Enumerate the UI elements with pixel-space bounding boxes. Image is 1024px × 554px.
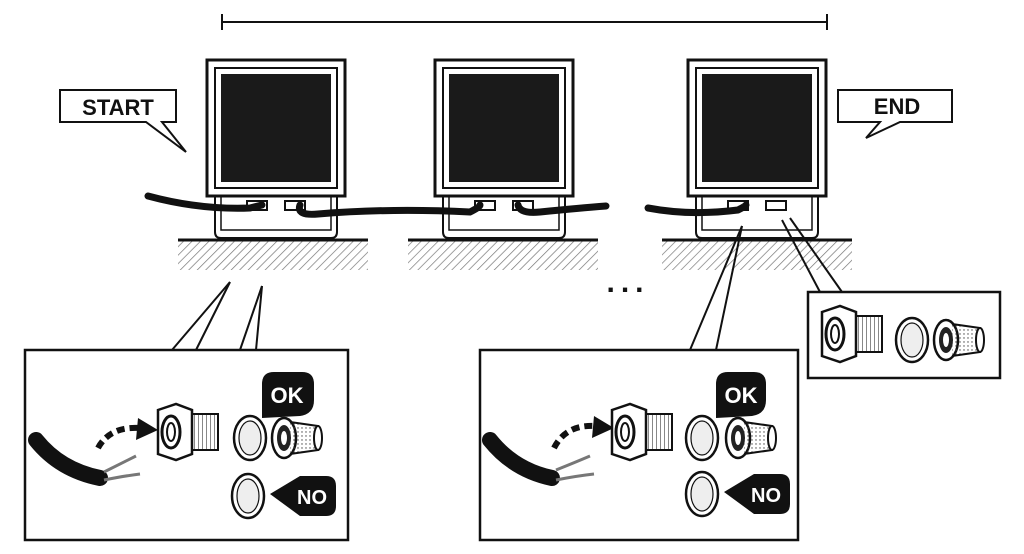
ok-label: OK <box>271 383 304 408</box>
ok-label: OK <box>725 383 758 408</box>
detail-box-end: OK NO <box>478 348 800 542</box>
detail-pointers <box>171 217 843 351</box>
gland-seal-icon <box>684 414 720 462</box>
blanking-disc-icon <box>230 472 266 520</box>
chain-cables <box>144 192 750 218</box>
blanking-disc-icon <box>684 470 720 518</box>
gland-seal-icon <box>232 414 268 462</box>
ok-marker-icon: OK <box>262 372 314 418</box>
cable-icon <box>28 432 141 486</box>
no-marker-icon: NO <box>724 474 790 514</box>
end-label: END <box>874 94 920 119</box>
continuation-ellipsis: ... <box>606 266 649 299</box>
blanking-disc-icon <box>894 316 930 364</box>
no-marker-icon: NO <box>270 476 336 516</box>
insert-arrow-icon <box>95 418 158 450</box>
start-label: START <box>82 95 154 120</box>
mounting-surfaces <box>178 238 852 270</box>
span-line <box>221 14 828 30</box>
insert-arrow-icon <box>551 416 614 450</box>
detail-box-unused-port <box>806 290 1002 380</box>
ok-marker-icon: OK <box>716 372 766 418</box>
end-callout: END <box>837 89 953 139</box>
no-label: NO <box>297 487 327 509</box>
start-callout: START <box>59 89 187 153</box>
cable-icon <box>482 432 595 486</box>
no-label: NO <box>751 485 781 507</box>
detail-box-start: OK NO <box>23 348 350 542</box>
